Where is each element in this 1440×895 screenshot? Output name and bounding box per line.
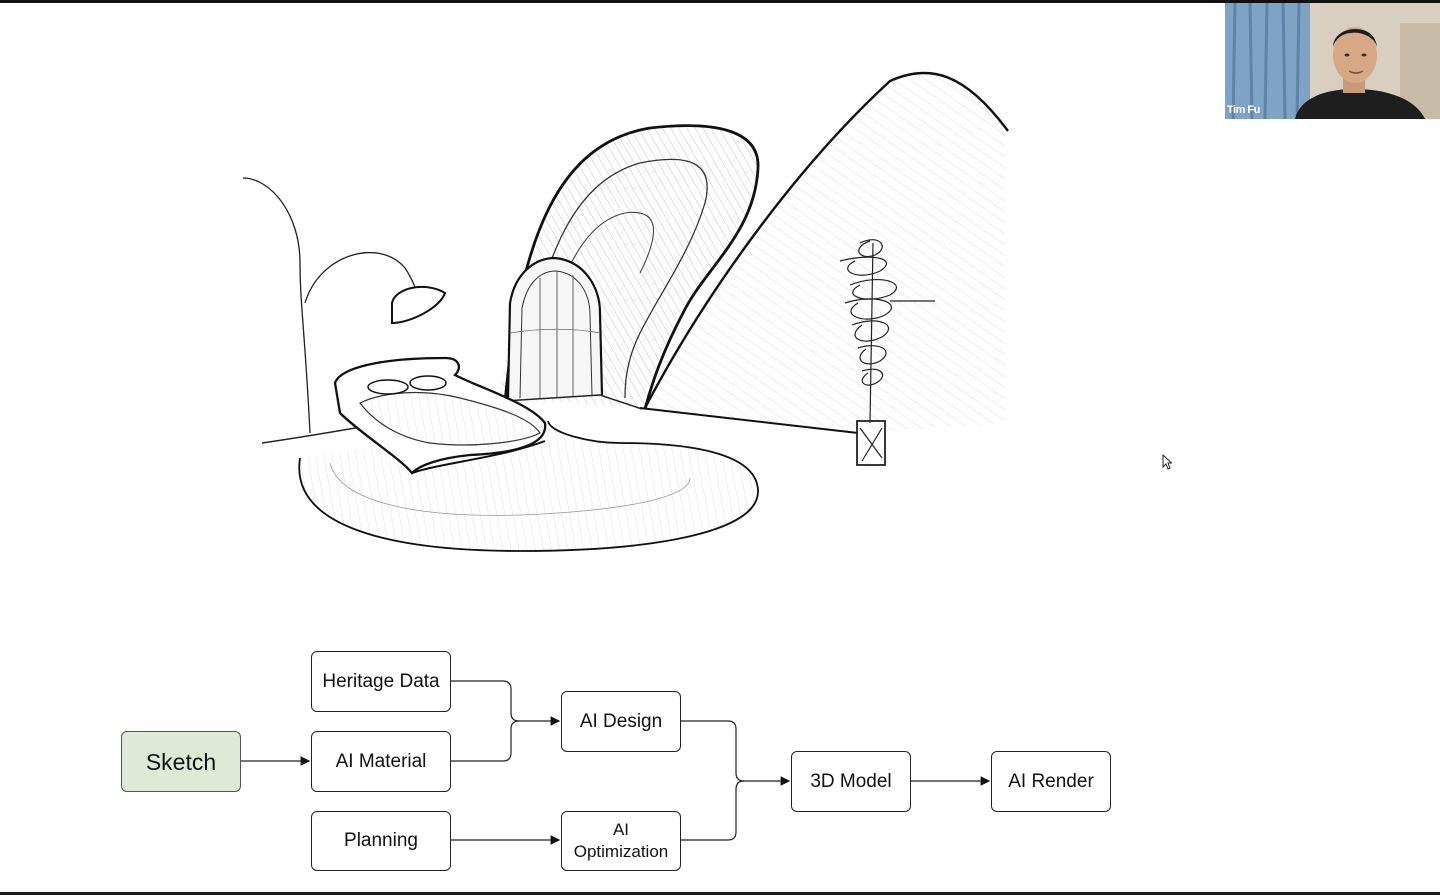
node-ai-optimization: AI Optimization <box>561 811 681 871</box>
mouse-cursor-icon <box>1162 454 1172 470</box>
potted-plant <box>839 239 935 466</box>
edge-ai-optimization-to-3d-model <box>681 780 745 841</box>
node-ai-render-label: AI Render <box>1008 770 1094 792</box>
node-heritage-data: Heritage Data <box>311 651 451 712</box>
shared-slide: Sketch Heritage Data AI Material Plannin… <box>0 3 1440 892</box>
node-sketch-label: Sketch <box>145 748 217 775</box>
node-heritage-data-label: Heritage Data <box>322 670 440 692</box>
edge-ai-material-to-ai-design <box>451 720 520 762</box>
node-ai-design-label: AI Design <box>579 710 663 732</box>
node-ai-optimization-label-line1: AI <box>612 820 630 839</box>
participant-name-label: Tim Fu <box>1227 104 1260 116</box>
node-planning-label: Planning <box>344 830 418 851</box>
node-ai-optimization-label-line2: Optimization <box>573 842 669 861</box>
participant-video-tile[interactable]: Tim Fu <box>1225 3 1440 119</box>
node-sketch: Sketch <box>121 731 241 792</box>
node-ai-render: AI Render <box>991 751 1111 812</box>
flowchart-connectors <box>241 680 991 845</box>
edge-ai-design-to-3d-model <box>681 720 791 786</box>
node-ai-design: AI Design <box>561 691 681 752</box>
node-ai-material-label: AI Material <box>335 750 427 772</box>
node-ai-material: AI Material <box>311 731 451 792</box>
edge-heritage-to-ai-design <box>451 680 561 726</box>
node-3d-model: 3D Model <box>791 751 911 812</box>
window-bottom-border <box>0 892 1440 895</box>
node-planning: Planning <box>311 811 451 871</box>
interior-sketch-illustration <box>242 71 1009 552</box>
window-top-border <box>0 0 1440 3</box>
node-3d-model-label: 3D Model <box>810 770 892 792</box>
participant-video-feed <box>1225 3 1440 119</box>
